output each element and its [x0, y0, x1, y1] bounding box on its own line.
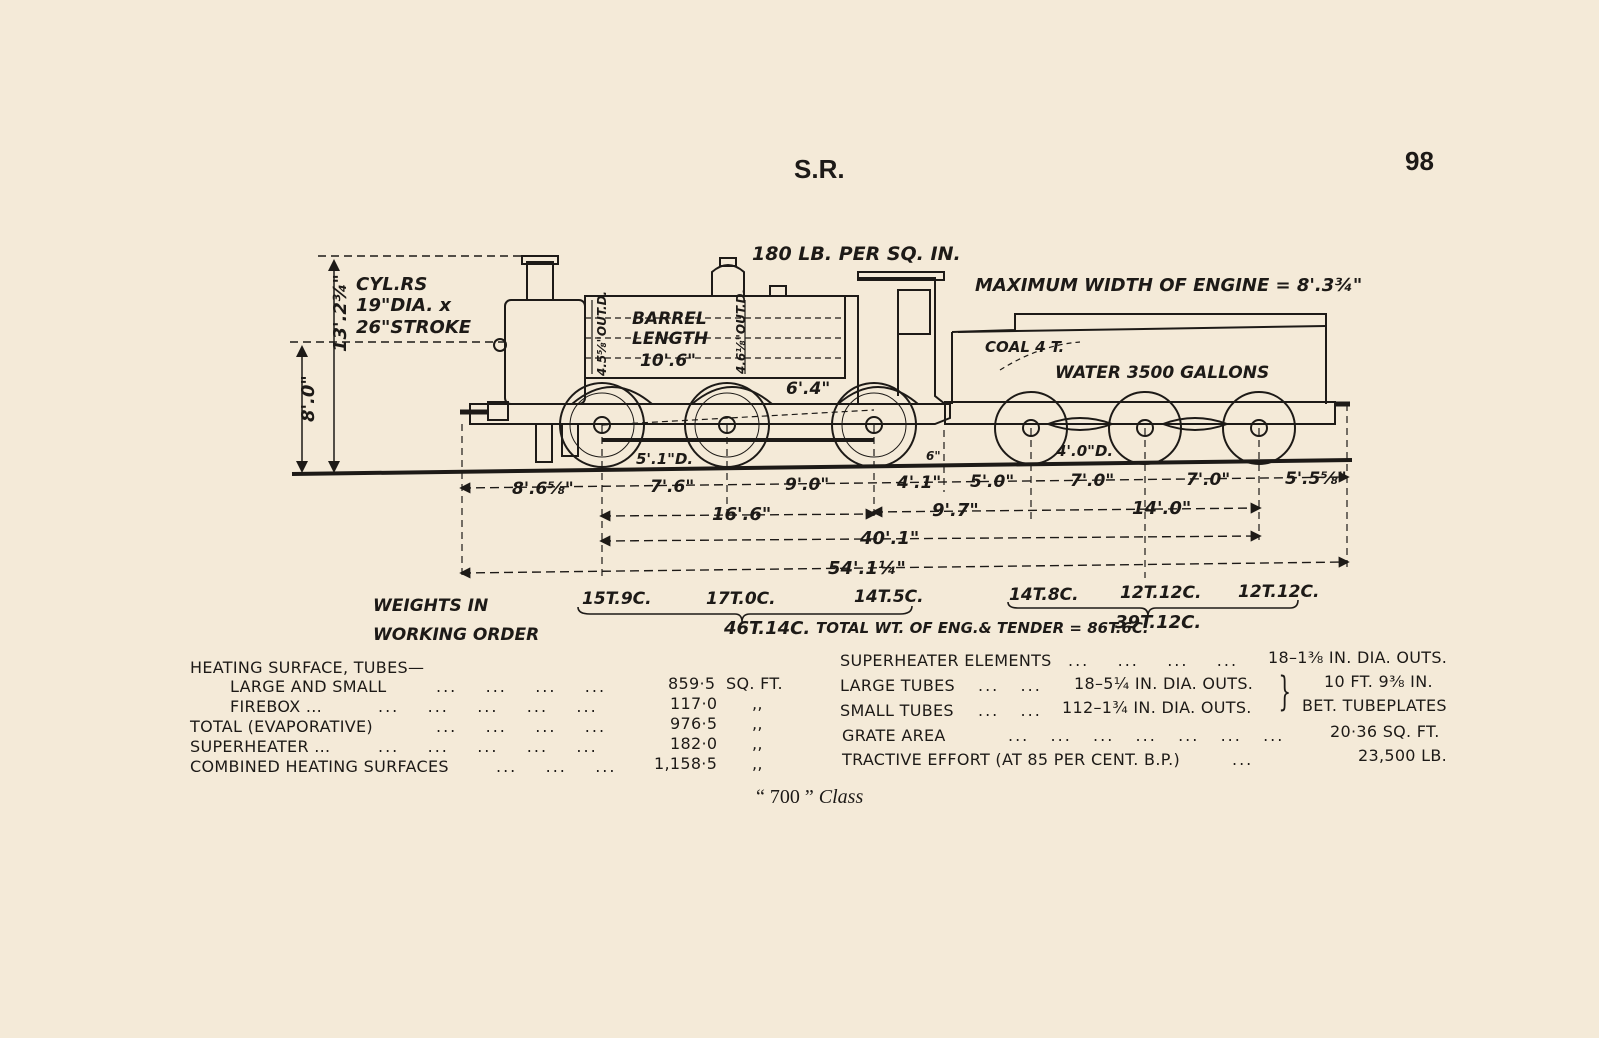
small-tubes-value: 112–1¾ IN. DIA. OUTS.	[1062, 698, 1252, 717]
heating-row-value: 182·0	[670, 734, 718, 753]
weight-grand-total: TOTAL WT. OF ENG.& TENDER = 86T.6C.	[816, 619, 1149, 637]
max-width-label: MAXIMUM WIDTH OF ENGINE = 8'.3¾"	[975, 275, 1362, 296]
tender-wheel-diameter: 4'.0"D.	[1055, 442, 1113, 460]
heating-row-unit: ,,	[752, 694, 763, 713]
dim-coupled-1: 7'.6"	[650, 477, 694, 497]
heating-row-value: 117·0	[670, 694, 718, 713]
weight-engine-total: 46T.14C.	[723, 618, 810, 639]
weight-tender-axle-3: 12T.12C.	[1238, 582, 1319, 602]
barrel-label-2: LENGTH	[632, 329, 708, 349]
heating-row-label: COMBINED HEATING SURFACES	[190, 757, 449, 776]
water-capacity-label: WATER 3500 GALLONS	[1055, 363, 1269, 383]
heating-title: HEATING SURFACE, TUBES—	[190, 658, 425, 677]
railway-title: S.R.	[794, 154, 845, 184]
dim-tender-front: 5'.0"	[970, 472, 1014, 492]
tractive-effort-label: TRACTIVE EFFORT (AT 85 PER CENT. B.P.)	[842, 750, 1181, 769]
weight-tender-axle-2: 12T.12C.	[1120, 583, 1201, 603]
superheater-elements-value: 18–1⅜ IN. DIA. OUTS.	[1268, 648, 1448, 667]
height-chimney-label: 13'.2¾"	[330, 274, 351, 352]
large-tubes-value: 18–5¼ IN. DIA. OUTS.	[1074, 674, 1254, 693]
class-caption: “ 700 ” Class	[756, 786, 863, 809]
tube-length-line-2: BET. TUBEPLATES	[1302, 696, 1447, 715]
cylinders-line-2: 19"DIA. x	[356, 295, 452, 316]
heating-row-label: TOTAL (EVAPORATIVE)	[190, 717, 373, 736]
dim-tender-2: 7'.0"	[1186, 470, 1230, 490]
class-number: “ 700 ”	[756, 786, 814, 808]
gap-dimension: 6"	[926, 449, 941, 463]
heating-row-unit: SQ. FT.	[726, 674, 783, 693]
barrel-diameter-front: 4.5⅝"OUT.D.	[595, 291, 609, 377]
height-boiler-label: 8'.0"	[298, 375, 319, 422]
coal-capacity-label: COAL 4 T.	[985, 338, 1064, 356]
dim-front-overhang: 8'.6⅝"	[512, 479, 574, 499]
barrel-label-1: BARREL	[632, 309, 707, 329]
dim-coupled-2: 9'.0"	[785, 475, 829, 495]
heating-row-value: 976·5	[670, 714, 718, 733]
wheelbase-dimension-lines	[459, 471, 1350, 579]
tube-length-line-1: 10 FT. 9⅜ IN.	[1324, 672, 1433, 691]
weight-tender-total: 39T.12C.	[1115, 612, 1201, 633]
weight-axle-2: 17T.0C.	[706, 589, 776, 609]
class-word: Class	[818, 786, 864, 808]
heating-row-value: 859·5	[668, 674, 716, 693]
dim-total-wheelbase: 40'.1"	[859, 528, 919, 549]
grate-area-value: 20·36 SQ. FT.	[1330, 722, 1440, 741]
dim-total-length: 54'.1¼"	[828, 558, 906, 579]
cylinders-line-3: 26"STROKE	[356, 317, 472, 338]
weights-label-2: WORKING ORDER	[373, 625, 539, 645]
firebox-length-label: 6'.4"	[786, 379, 830, 399]
dim-tender-1: 7'.0"	[1070, 471, 1114, 491]
dim-tender-rear: 5'.5⅝"	[1285, 469, 1347, 489]
grate-area-label: GRATE AREA	[842, 726, 946, 745]
weights-brace	[577, 599, 1299, 623]
heating-row-label: LARGE AND SMALL	[230, 677, 387, 696]
heating-row-value: 1,158·5	[654, 754, 718, 773]
tractive-effort-value: 23,500 LB.	[1358, 746, 1448, 765]
weight-tender-axle-1: 14T.8C.	[1009, 585, 1079, 605]
engine-wheels	[559, 382, 917, 468]
heating-row-unit: ,,	[752, 714, 763, 733]
height-dimensions	[290, 255, 530, 473]
weight-axle-1: 15T.9C.	[582, 589, 652, 609]
weights-label-1: WEIGHTS IN	[373, 596, 488, 616]
cylinders-line-1: CYL.RS	[356, 274, 427, 295]
heating-row-unit: ,,	[752, 754, 763, 773]
engine-body	[460, 255, 951, 463]
dim-engine-tender-gap: 9'.7"	[932, 500, 979, 521]
weight-axle-3: 14T.5C.	[854, 587, 924, 607]
dim-engine-wheelbase: 16'.6"	[712, 504, 771, 525]
dim-tender-wheelbase: 14'.0"	[1132, 498, 1191, 519]
heating-row-label: SUPERHEATER ...	[190, 737, 331, 756]
tender-body	[944, 313, 1350, 431]
heating-row-label: FIREBOX ...	[230, 697, 323, 716]
boiler-pressure-label: 180 LB. PER SQ. IN.	[752, 243, 961, 265]
driving-wheel-diameter: 5'.1"D.	[636, 450, 693, 468]
barrel-label-3: 10'.6"	[640, 351, 696, 371]
barrel-diameter-rear: 4.6⅛"OUT.D.	[734, 289, 748, 375]
tube-bracket: }	[1278, 669, 1292, 715]
small-tubes-label: SMALL TUBES	[840, 701, 954, 720]
page-number: 98	[1405, 146, 1434, 176]
dim-rear-to-buffer: 4'.1"	[896, 473, 941, 493]
superheater-elements-label: SUPERHEATER ELEMENTS	[840, 651, 1052, 670]
heating-row-unit: ,,	[752, 734, 763, 753]
large-tubes-label: LARGE TUBES	[840, 676, 955, 695]
